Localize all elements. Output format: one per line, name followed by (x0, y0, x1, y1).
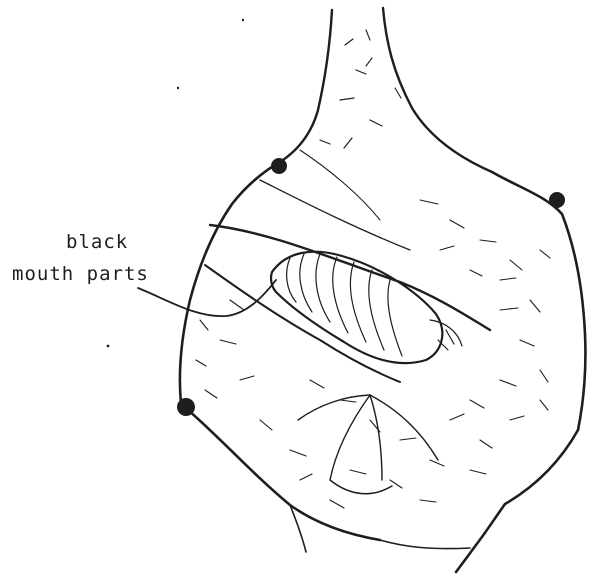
label-mouth-parts: mouth parts (12, 265, 149, 284)
body-outline-bottom-left (181, 404, 380, 540)
body-node-upper-left (271, 158, 287, 174)
body-outline-left (180, 160, 283, 404)
neck-right-outline (383, 8, 492, 172)
body-node-left (177, 398, 195, 416)
body-outline-right (492, 172, 585, 430)
body-outline-bottom-right (456, 430, 578, 572)
mouth-parts-ridges (287, 254, 402, 356)
label-black: black (66, 233, 128, 252)
neck-left-outline (283, 10, 332, 160)
body-node-right (549, 192, 565, 208)
body-texture-strokes (196, 200, 550, 508)
leader-line (138, 280, 276, 316)
mouth-parts-outline (271, 252, 442, 363)
lower-folds (298, 395, 438, 480)
